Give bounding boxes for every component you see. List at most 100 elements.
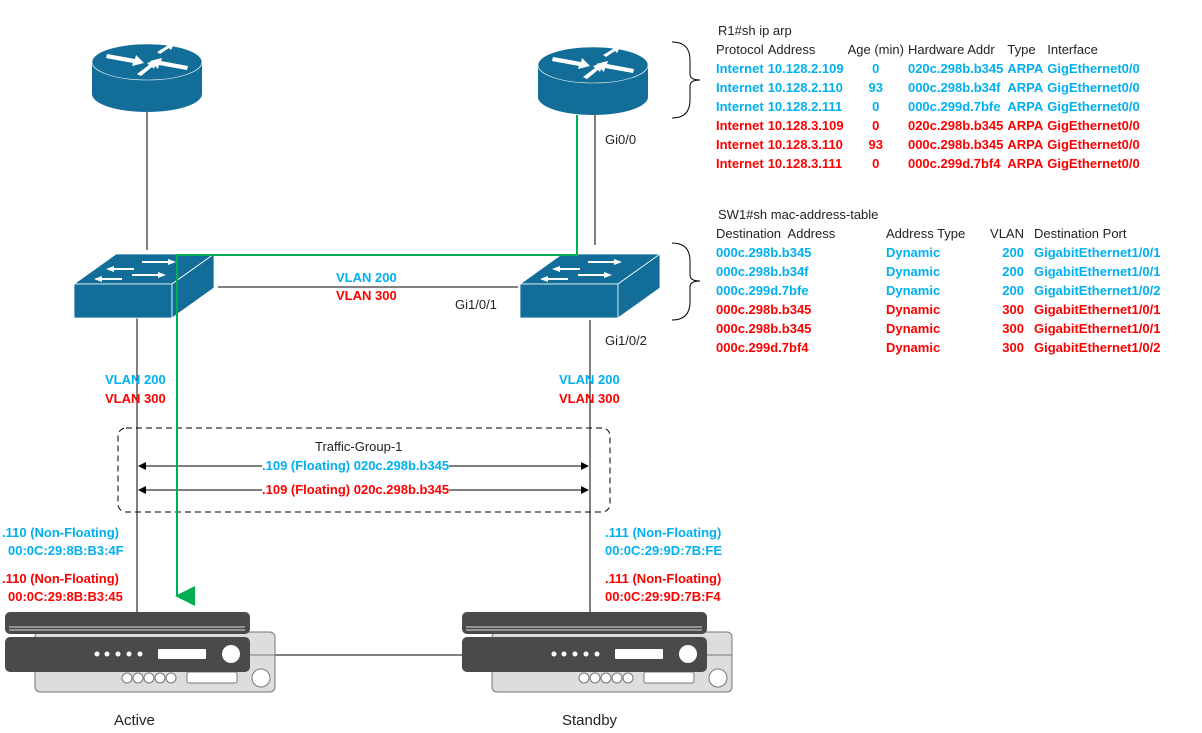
switch-icon	[73, 253, 215, 319]
router-icon	[91, 41, 203, 113]
arp-cell: 93	[868, 80, 884, 95]
port-gi1-0-1: Gi1/0/1	[455, 297, 497, 312]
mac-cell: 000c.299d.7bf4	[716, 340, 809, 355]
mac-cell: Dynamic	[886, 283, 941, 298]
arp-cell: GigEthernet0/0	[1047, 156, 1140, 171]
trunk-vlan300: VLAN 300	[336, 288, 397, 303]
mac-cell: 000c.298b.b345	[716, 245, 812, 260]
mac-header: VLAN	[990, 226, 1024, 241]
arp-cell: ARPA	[1007, 137, 1044, 152]
mac-cell: 000c.299d.7bfe	[716, 283, 809, 298]
arp-cell: GigEthernet0/0	[1047, 137, 1140, 152]
arp-cell: 10.128.2.110	[767, 80, 843, 95]
links	[136, 112, 596, 656]
arp-cell: Internet	[716, 61, 764, 76]
arp-cell: 000c.299d.7bfe	[907, 99, 1001, 114]
mac-cell: 300	[1002, 340, 1024, 355]
mac-cell: GigabitEthernet1/0/2	[1034, 283, 1161, 298]
mac-header: Destination Port	[1034, 226, 1127, 241]
arp-cell: 10.128.3.110	[767, 137, 843, 152]
arp-cell: ARPA	[1007, 80, 1044, 95]
arp-cell: 020c.298b.b345	[907, 118, 1004, 133]
mac-cell: GigabitEthernet1/0/1	[1034, 245, 1161, 260]
mac-cell: 300	[1002, 321, 1024, 336]
mac-cell: 000c.298b.b345	[716, 321, 812, 336]
mac-cell: Dynamic	[886, 245, 941, 260]
mac-cell: 000c.298b.b34f	[716, 264, 809, 279]
mac-table: Destination Address Address Type VLAN Desti…	[716, 224, 1164, 357]
arp-cell: GigEthernet0/0	[1047, 80, 1140, 95]
mac-cell: GigabitEthernet1/0/2	[1034, 340, 1161, 355]
standby-200-mac: 00:0C:29:9D:7B:FE	[605, 543, 723, 558]
mac-header: Destination Address	[716, 226, 836, 241]
mac-cell: 000c.298b.b345	[716, 302, 812, 317]
mac-cell: 200	[1002, 264, 1024, 279]
arp-header: Type	[1007, 42, 1036, 57]
active-200-ip: .110 (Non-Floating)	[2, 525, 119, 540]
mac-cell: Dynamic	[886, 264, 941, 279]
standby-200-ip: .111 (Non-Floating)	[605, 525, 722, 540]
arp-cell: 10.128.3.109	[767, 118, 844, 133]
active-appliance-icon	[4, 611, 276, 693]
arp-cell: 0	[872, 99, 880, 114]
arp-cell: Internet	[716, 137, 764, 152]
arp-cell: 000c.298b.b34f	[907, 80, 1001, 95]
standby-appliance-icon	[461, 611, 733, 693]
mac-title: SW1#sh mac-address-table	[718, 207, 879, 222]
router-r1-icon	[537, 44, 649, 116]
standby-300-mac: 00:0C:29:9D:7B:F4	[605, 589, 721, 604]
left-vlan200: VLAN 200	[105, 372, 166, 387]
arp-cell: GigEthernet0/0	[1047, 99, 1140, 114]
arp-cell: Internet	[716, 156, 764, 171]
mac-row: 000c.298b.b345 Dynamic 200 GigabitEthernet1…	[716, 243, 1164, 262]
mac-header: Address Type	[886, 226, 966, 241]
mac-cell: Dynamic	[886, 302, 941, 317]
mac-row: 000c.298b.b345 Dynamic 300 GigabitEthernet1…	[716, 300, 1164, 319]
mac-cell: GigabitEthernet1/0/1	[1034, 302, 1161, 317]
arp-header: Interface	[1047, 42, 1098, 57]
left-vlan300: VLAN 300	[105, 391, 166, 406]
arp-cell: ARPA	[1007, 61, 1044, 76]
arp-cell: 10.128.3.111	[767, 156, 843, 171]
arp-cell: 0	[872, 156, 880, 171]
switch-sw1-icon	[519, 253, 661, 319]
mac-cell: 200	[1002, 283, 1024, 298]
traffic-group-label: Traffic-Group-1	[315, 439, 403, 454]
mac-cell: Dynamic	[886, 340, 941, 355]
arp-cell: ARPA	[1007, 118, 1044, 133]
arp-cell: Internet	[716, 80, 764, 95]
port-gi0-0: Gi0/0	[605, 132, 637, 147]
mac-cell: GigabitEthernet1/0/1	[1034, 321, 1161, 336]
mac-row: 000c.299d.7bfe Dynamic 200 GigabitEthernet1…	[716, 281, 1164, 300]
port-gi1-0-2: Gi1/0/2	[605, 333, 647, 348]
mac-cell: 300	[1002, 302, 1024, 317]
arp-header: Age (min)	[847, 42, 904, 57]
arp-cell: 000c.298b.b345	[907, 137, 1004, 152]
right-vlan200: VLAN 200	[559, 372, 620, 387]
mac-header-row: Destination Address Address Type VLAN Desti…	[716, 224, 1164, 243]
arp-cell: Internet	[716, 99, 764, 114]
arp-header: Protocol	[716, 42, 764, 57]
arp-header: Hardware Addr	[907, 42, 995, 57]
traffic-path-arrow	[175, 115, 578, 606]
arp-cell: 10.128.2.109	[767, 61, 844, 76]
standby-300-ip: .111 (Non-Floating)	[605, 571, 722, 586]
arp-header: Address	[767, 42, 816, 57]
arp-cell: 0	[872, 118, 880, 133]
active-300-ip: .110 (Non-Floating)	[2, 571, 119, 586]
arp-title: R1#sh ip arp	[718, 23, 792, 38]
mac-brace	[671, 242, 701, 321]
mac-cell: 200	[1002, 245, 1024, 260]
traffic-group-box	[117, 427, 611, 513]
arp-cell: 93	[868, 137, 884, 152]
